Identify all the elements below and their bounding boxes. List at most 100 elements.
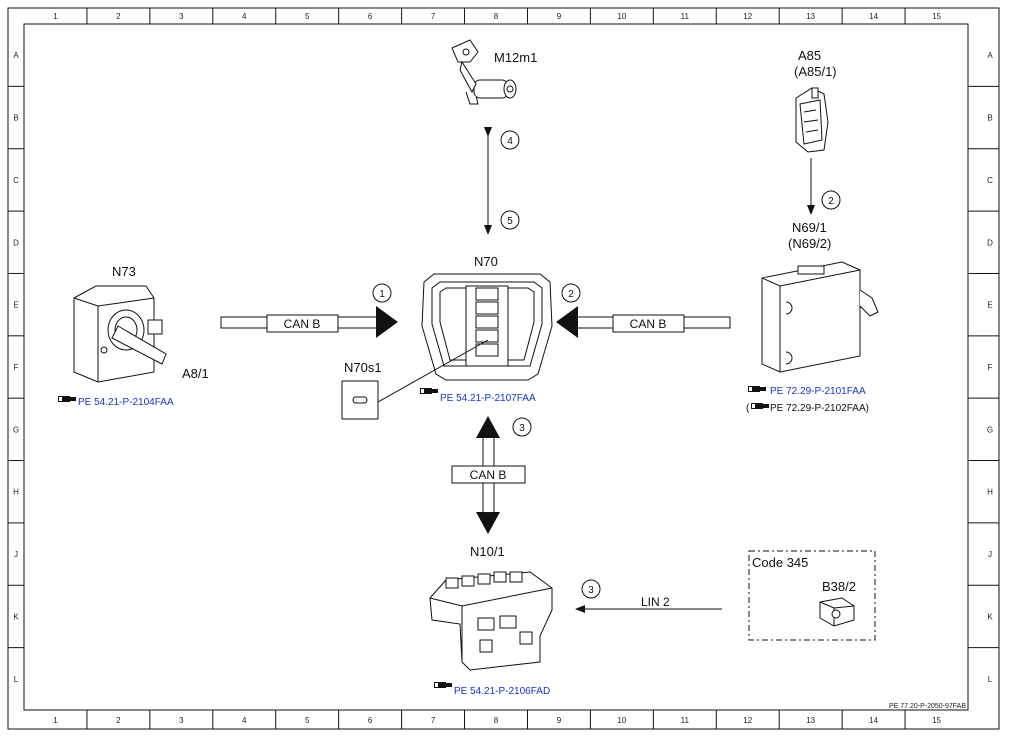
grid-column-label: 8 [494,12,499,21]
n69-1-label: N69/1 [792,220,827,235]
b38-2-label: B38/2 [822,579,856,594]
grid-column-label: 1 [53,716,58,725]
grid-row-label: F [988,363,993,372]
n70-label: N70 [474,254,498,269]
b38-2-sensor-icon [819,597,855,627]
can-b-right-label: CAN B [630,317,667,331]
n70-ref[interactable]: PE 54.21-P-2107FAA [440,393,536,404]
grid-row-label: J [14,550,18,559]
grid-row-label: B [13,114,18,123]
n70s1-leader-line [377,339,489,403]
grid-row-label: H [987,488,993,497]
grid-column-label: 9 [557,12,562,21]
grid-column-label: 14 [869,12,878,21]
m12m1-label: M12m1 [494,50,537,65]
a85-label: A85 [798,48,821,63]
grid-row-label: E [13,301,18,310]
grid-column-label: 12 [743,12,752,21]
grid-row-label: D [13,238,19,247]
n73-ref-icon [58,396,76,402]
signal-3-lin: 3 [588,585,594,596]
grid-column-label: 3 [179,12,184,21]
grid-row-label: K [13,612,19,621]
grid-row-label: C [13,176,19,185]
grid-column-label: 7 [431,12,436,21]
grid-column-label: 13 [806,716,815,725]
grid-column-label: 2 [116,12,121,21]
grid-column-label: 4 [242,716,247,725]
code-345-label: Code 345 [752,555,808,570]
signal-3-top: 3 [519,423,525,434]
grid-column-label: 7 [431,716,436,725]
signal-5: 5 [507,216,513,227]
grid-column-label: 5 [305,716,310,725]
n69-2-label: (N69/2) [788,236,831,251]
grid-column-label: 15 [932,12,941,21]
n69-1-ref-icon [748,386,766,392]
can-b-bottom-label: CAN B [470,468,507,482]
frame [7,7,1000,730]
signal-2-right: 2 [568,289,574,300]
grid-column-label: 4 [242,12,247,21]
grid-column-label: 15 [932,716,941,725]
n73-label: N73 [112,264,136,279]
grid-column-label: 13 [806,12,815,21]
n69-2-ref[interactable]: PE 72.29-P-2102FAA) [770,403,869,414]
can-b-left-label: CAN B [284,317,321,331]
a85-switch-icon [795,87,829,153]
m12m1-motor-icon [451,39,517,105]
n69-1-ref[interactable]: PE 72.29-P-2101FAA [770,386,866,397]
n70s1-switch-icon [341,380,379,420]
grid-column-label: 2 [116,716,121,725]
document-id: PE 77.20-P-2050-97FAB [889,703,966,710]
n10-1-fuse-box-icon [429,571,553,671]
grid-row-label: G [13,425,19,434]
grid-row-label: C [987,176,993,185]
signal-4: 4 [507,136,513,147]
n69-1-module-icon [761,261,879,373]
grid-row-label: J [988,550,992,559]
grid-column-label: 3 [179,716,184,725]
n10-1-ref-icon [434,682,452,688]
grid-row-label: E [987,301,992,310]
n73-ignition-switch-icon [73,285,167,383]
grid-column-label: 9 [557,716,562,725]
a8-1-label: A8/1 [182,366,209,381]
grid-row-label: L [988,675,993,684]
signal-circles [372,130,841,599]
grid-row-label: K [987,612,993,621]
grid-row-label: D [987,238,993,247]
can-b-right-bus: CAN B [556,306,731,338]
n10-1-ref[interactable]: PE 54.21-P-2106FAD [454,686,550,697]
code-345-box [748,550,876,641]
can-b-left-bus: CAN B [220,306,398,338]
can-b-bottom-bus: CAN B [451,416,526,534]
grid-column-label: 1 [53,12,58,21]
grid-row-label: B [987,114,992,123]
grid-row-label: F [14,363,19,372]
n70-control-panel-icon [421,273,553,381]
n69-2-ref-open: ( [746,403,750,414]
n70-ref-icon [420,388,438,394]
grid-column-label: 6 [368,716,373,725]
grid-row-label: H [13,488,19,497]
grid-column-label: 5 [305,12,310,21]
n69-2-ref-icon [751,403,769,409]
signal-1: 1 [379,289,385,300]
grid-column-label: 11 [681,12,690,21]
grid-row-label: G [987,425,993,434]
n10-1-label: N10/1 [470,544,505,559]
grid-column-label: 10 [617,716,626,725]
n70s1-label: N70s1 [344,360,382,375]
grid-column-label: 11 [681,716,690,725]
grid-labels: 1122334455667788991010111112121313141415… [13,12,993,725]
n73-ref[interactable]: PE 54.21-P-2104FAA [78,397,174,408]
grid-row-label: A [987,51,993,60]
a85-alt-label: (A85/1) [794,64,837,79]
signal-2-top: 2 [828,196,834,207]
grid-column-label: 8 [494,716,499,725]
grid-column-label: 12 [743,716,752,725]
lin2-label: LIN 2 [641,595,670,609]
grid-column-label: 6 [368,12,373,21]
